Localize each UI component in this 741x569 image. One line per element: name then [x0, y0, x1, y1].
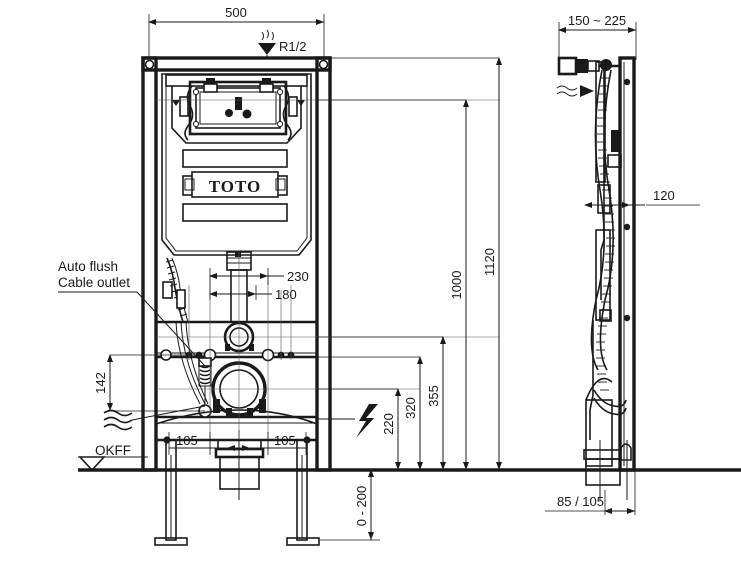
auto-flush-callout: Auto flush Cable outlet: [58, 259, 206, 367]
dimension-180-label: 180: [275, 287, 297, 302]
corrugated-hose-front: [162, 257, 209, 405]
adjustable-legs: [154, 439, 320, 546]
dimension-120: 120: [584, 188, 700, 208]
dimension-355-label: 355: [426, 385, 441, 407]
dimension-width-500: 500: [148, 5, 325, 60]
dimension-355: 355: [317, 336, 446, 470]
side-view-outlet: [583, 440, 632, 500]
dimension-230-label: 230: [287, 269, 309, 284]
okff-label: OKFF: [95, 443, 131, 458]
dimension-105-right: 105: [228, 432, 307, 455]
toto-logo-text: TOTO: [209, 177, 262, 196]
cistern-face-panels: TOTO: [182, 149, 288, 222]
lightning-bolt-symbol: [317, 404, 378, 438]
dimension-320: 320: [317, 356, 423, 470]
dimension-150-225: 150 ~ 225: [558, 13, 637, 60]
dimension-230: 230: [209, 268, 309, 285]
supply-label-r12: R1/2: [279, 39, 306, 54]
dimension-500-label: 500: [225, 5, 247, 20]
dimension-85-105-label: 85 / 105: [557, 494, 604, 509]
dimension-220-label: 220: [381, 413, 396, 435]
dimension-1120-label: 1120: [482, 248, 497, 276]
dimension-142: 142: [93, 354, 205, 412]
side-view-inlet-fitting: [557, 56, 620, 76]
water-inlet-arrow-symbol: [556, 85, 594, 97]
dimension-105-right-label: 105: [274, 433, 296, 448]
cistern-body: [161, 73, 312, 256]
dimension-0-200-label: 0 - 200: [354, 486, 369, 526]
water-supply-symbol: [258, 29, 276, 58]
dimension-1120: 1120: [330, 57, 502, 470]
dimension-320-label: 320: [403, 397, 418, 419]
dimension-180: 180: [209, 285, 297, 302]
side-view-rail: [618, 56, 636, 472]
waste-outlet-pipe: [214, 430, 265, 500]
floor-level-marker: OKFF: [78, 443, 148, 472]
dimension-150-225-label: 150 ~ 225: [568, 13, 626, 28]
dimension-142-label: 142: [93, 372, 108, 394]
dimension-85-105: 85 / 105: [545, 470, 636, 515]
dimension-1000-label: 1000: [449, 271, 464, 300]
dimension-1000: 1000: [317, 99, 469, 470]
dimension-0-200: 0 - 200: [320, 469, 380, 541]
dimension-220: 220: [317, 388, 401, 470]
water-wave-symbol: [103, 405, 206, 431]
dimension-105-left: 105: [168, 432, 235, 455]
dimension-105-left-label: 105: [176, 433, 198, 448]
dimension-120-label: 120: [653, 188, 675, 203]
auto-flush-label-line1: Auto flush: [58, 259, 118, 274]
auto-flush-label-line2: Cable outlet: [58, 275, 130, 290]
